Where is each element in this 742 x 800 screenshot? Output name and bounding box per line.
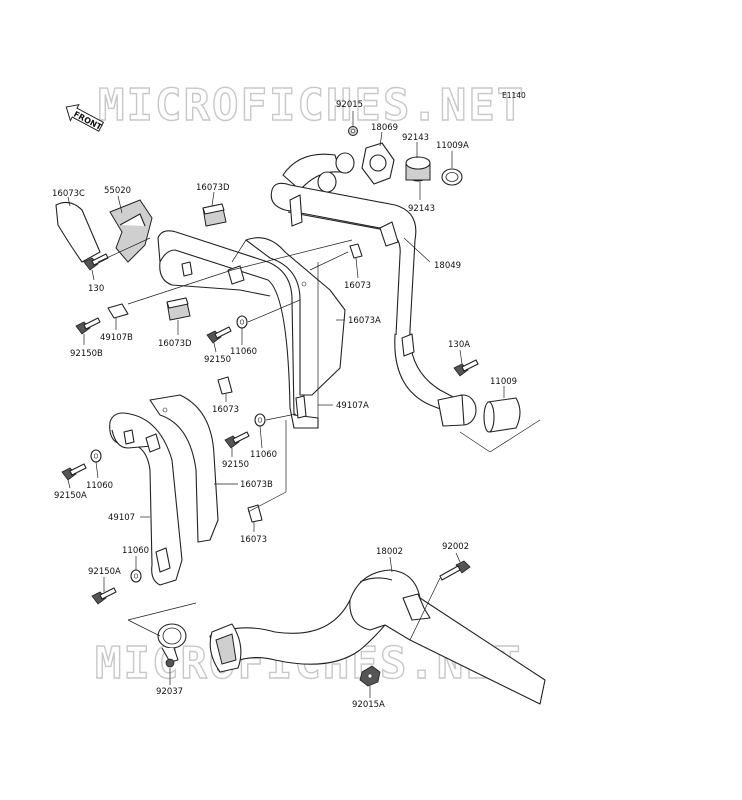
label-49107a: 49107A xyxy=(336,401,369,411)
bolt-130a-icon xyxy=(453,359,479,377)
label-130a: 130A xyxy=(448,340,470,350)
label-92143-top: 92143 xyxy=(402,133,429,143)
label-92150a-low: 92150A xyxy=(88,567,121,577)
diagram-code: E1140 xyxy=(502,91,526,100)
label-18049: 18049 xyxy=(434,261,461,271)
exhaust-pipe-18049-icon xyxy=(270,152,477,427)
gasket-18069-icon xyxy=(361,142,395,185)
washer-11060-left-icon xyxy=(90,449,102,463)
label-49107: 49107 xyxy=(108,513,135,523)
label-55020: 55020 xyxy=(104,186,131,196)
pad-16073d-top-icon xyxy=(202,203,227,227)
label-16073c: 16073C xyxy=(52,189,85,199)
label-92143-bottom: 92143 xyxy=(408,204,435,214)
label-92150-upper: 92150 xyxy=(204,355,231,365)
label-49107b: 49107B xyxy=(100,333,133,343)
label-16073-mid: 16073 xyxy=(212,405,239,415)
heat-guard-16073a-icon xyxy=(245,237,346,396)
washer-11060-upper-icon xyxy=(236,315,248,329)
label-92150b: 92150B xyxy=(70,349,103,359)
clip-16073-lower-icon xyxy=(247,504,263,523)
muffler-18002-icon xyxy=(209,569,546,705)
bolt-92150b-icon xyxy=(75,317,101,335)
bracket-55020-icon xyxy=(109,199,153,263)
clamp-92037-icon xyxy=(157,623,187,668)
label-11060-upper: 11060 xyxy=(230,347,257,357)
label-11060-low: 11060 xyxy=(122,546,149,556)
label-11009a: 11009A xyxy=(436,141,469,151)
label-18069: 18069 xyxy=(371,123,398,133)
bolt-92150a-low-icon xyxy=(91,587,117,605)
bolt-130-icon xyxy=(83,253,109,271)
washer-11060-low-icon xyxy=(130,569,142,583)
plate-49107b-icon xyxy=(107,303,129,319)
nut-92015-icon xyxy=(348,126,358,136)
label-16073a: 16073A xyxy=(348,316,381,326)
label-92015a: 92015A xyxy=(352,700,385,710)
sleeve-92143-icon xyxy=(405,156,431,182)
watermark-top: MICROFICHES.NET xyxy=(98,80,525,131)
label-16073b: 16073B xyxy=(240,480,273,490)
sleeve-11009-icon xyxy=(483,397,521,433)
bolt-92150a-left-icon xyxy=(61,463,87,481)
washer-11060-mid-icon xyxy=(254,413,266,427)
muffler-cover-49107-icon xyxy=(109,412,183,586)
cover-16073c-icon xyxy=(55,201,101,263)
heat-guard-16073b-icon xyxy=(149,394,219,543)
label-11060-left: 11060 xyxy=(86,481,113,491)
label-130: 130 xyxy=(88,284,104,294)
clip-16073-mid-icon xyxy=(217,376,233,395)
clip-16073-upper-icon xyxy=(349,243,363,259)
label-92150a-left: 92150A xyxy=(54,491,87,501)
bolt-92002-icon xyxy=(439,560,471,581)
label-92150-lower: 92150 xyxy=(222,460,249,470)
label-11060-mid: 11060 xyxy=(250,450,277,460)
label-16073d-top: 16073D xyxy=(196,183,230,193)
muffler-cover-upper-icon xyxy=(157,230,319,429)
bolt-92150-lower-icon xyxy=(224,431,250,449)
label-11009: 11009 xyxy=(490,377,517,387)
label-92015: 92015 xyxy=(336,100,363,110)
leader-lines xyxy=(67,111,541,698)
label-16073-upper: 16073 xyxy=(344,281,371,291)
bolt-92150-upper-icon xyxy=(206,326,232,344)
label-18002: 18002 xyxy=(376,547,403,557)
label-16073d-mid: 16073D xyxy=(158,339,192,349)
ring-11009a-icon xyxy=(441,168,463,186)
nut-92015a-icon xyxy=(359,665,381,687)
pad-16073d-mid-icon xyxy=(166,297,191,321)
label-16073-lower: 16073 xyxy=(240,535,267,545)
label-92037: 92037 xyxy=(156,687,183,697)
label-92002: 92002 xyxy=(442,542,469,552)
